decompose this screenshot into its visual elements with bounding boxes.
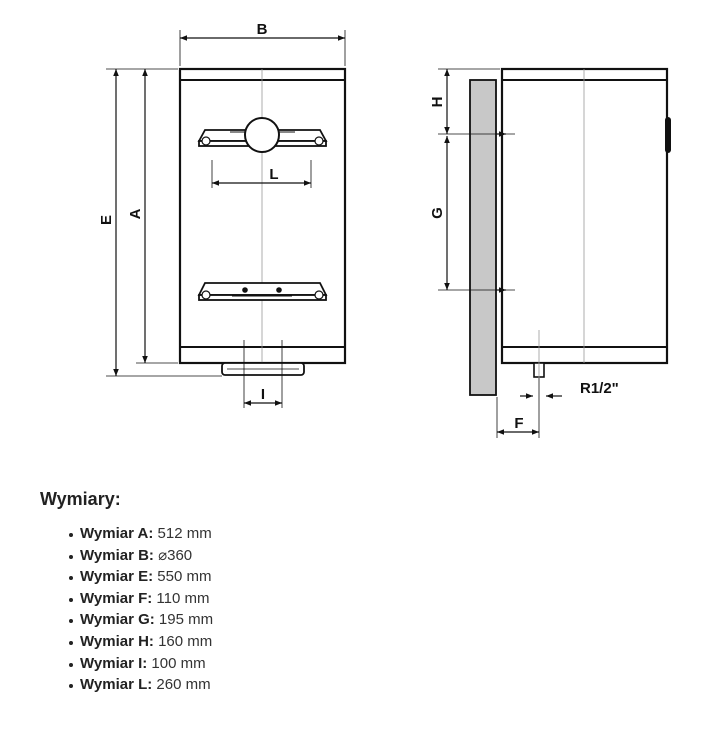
lower-bracket	[197, 282, 328, 301]
label-i: I	[261, 386, 265, 403]
list-item: Wymiar E: 550 mm	[68, 566, 213, 588]
dimension-label: Wymiar I:	[80, 654, 148, 672]
dimensions-heading: Wymiary:	[40, 489, 121, 509]
side-dimensions	[438, 68, 562, 438]
dimension-value: 260 mm	[156, 676, 211, 694]
dimension-value: 100 mm	[151, 654, 206, 672]
dimension-label: Wymiar F:	[80, 589, 153, 607]
dimension-label: Wymiar H:	[80, 632, 154, 650]
dimension-label: Wymiar E:	[80, 568, 154, 586]
label-l: L	[269, 166, 278, 183]
dimension-value: 550 mm	[157, 568, 212, 586]
front-view	[178, 67, 347, 376]
list-item: Wymiar H: 160 mm	[68, 631, 213, 653]
dimension-value: 512 mm	[157, 525, 212, 542]
dimension-label: Wymiar L:	[80, 676, 153, 694]
label-g: G	[429, 207, 446, 219]
dimension-label: Wymiar G:	[80, 611, 155, 629]
dimensions-list: Wymiar A: 512 mm Wymiar B: ⌀360 Wymiar E…	[68, 523, 213, 696]
list-item: Wymiar A: 512 mm	[68, 523, 213, 545]
list-item: Wymiar L: 260 mm	[68, 674, 213, 696]
dimension-label: Wymiar B:	[80, 546, 154, 564]
label-r: R1/2"	[580, 380, 619, 397]
list-item: Wymiar I: 100 mm	[68, 653, 213, 675]
dimension-label: Wymiar A:	[80, 525, 154, 542]
upper-bracket	[197, 117, 328, 153]
label-e: E	[98, 215, 115, 225]
front-tank-body	[178, 67, 347, 365]
dimension-value: 110 mm	[156, 589, 210, 607]
label-a: A	[127, 208, 144, 219]
wall-section	[469, 79, 497, 396]
list-item: Wymiar G: 195 mm	[68, 609, 213, 631]
dimension-value: ⌀360	[158, 546, 193, 564]
side-tank-body	[500, 67, 669, 365]
label-h: H	[429, 97, 446, 108]
side-view	[469, 67, 671, 396]
label-b: B	[257, 21, 268, 38]
list-item: Wymiar F: 110 mm	[68, 588, 213, 610]
side-thermostat-knob	[665, 117, 671, 153]
dimension-value: 160 mm	[158, 632, 213, 650]
list-item: Wymiar B: ⌀360	[68, 545, 213, 567]
bottom-connector	[221, 362, 305, 376]
front-dimensions	[106, 30, 346, 408]
water-heater-dimension-diagram: B E A L I H G F R1/2"	[98, 21, 671, 438]
dimension-value: 195 mm	[158, 611, 214, 629]
label-f: F	[514, 415, 523, 432]
